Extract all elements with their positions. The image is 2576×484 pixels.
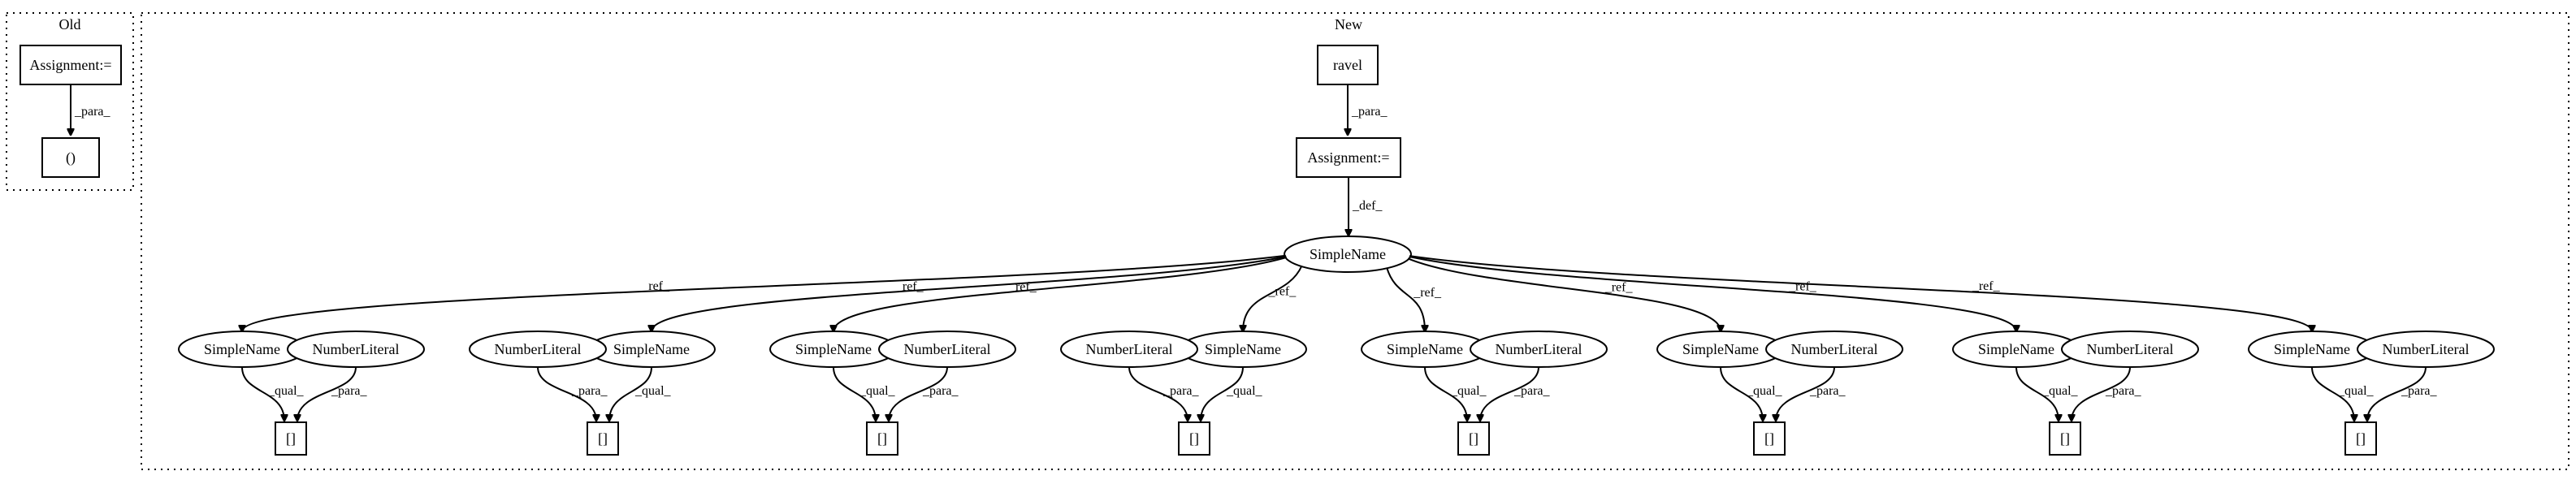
simplename-label: SimpleName: [613, 341, 690, 357]
ravel-label: ravel: [1333, 57, 1362, 73]
edge-qual: [833, 366, 876, 421]
edge-para: [1480, 366, 1539, 421]
edge-ref-label: _ref_: [1413, 286, 1442, 300]
edge-qual-label: _qual_: [267, 384, 305, 398]
edge-ref-label: _ref_: [895, 279, 924, 293]
numberliteral-label: NumberLiteral: [1086, 341, 1173, 357]
index-label: []: [877, 430, 887, 447]
edge-qual: [2311, 366, 2354, 421]
edge-ref: [1409, 256, 2016, 331]
edge-qual-label: _qual_: [2041, 384, 2079, 398]
edge-def-label: _def_: [1352, 199, 1383, 213]
index-label: []: [2356, 430, 2366, 447]
edge-ref-label: _ref_: [1008, 280, 1037, 294]
numberliteral-label: NumberLiteral: [495, 341, 582, 357]
edge-para: [2072, 366, 2131, 421]
simplename-label: SimpleName: [1205, 341, 1281, 357]
edge-ref-label: _ref_: [1788, 279, 1817, 293]
old-assignment-label: Assignment:=: [29, 57, 111, 73]
index-node: [2049, 421, 2081, 456]
simplename-label: SimpleName: [1682, 341, 1759, 357]
index-node: [2344, 421, 2377, 456]
numberliteral-label: NumberLiteral: [2087, 341, 2174, 357]
edge-para-label: _para_: [331, 384, 368, 398]
edge-para-label: _para_: [2105, 384, 2142, 398]
edge-qual-label: _qual_: [634, 384, 672, 398]
edge-para-label: _para_: [1162, 384, 1200, 398]
ravel-node: [1317, 45, 1379, 85]
edge-para: [1128, 366, 1188, 421]
edge-ref: [1386, 267, 1425, 331]
edge-qual-label: _qual_: [1226, 384, 1263, 398]
edge-qual: [241, 366, 284, 421]
edge-ref: [833, 256, 1288, 331]
simplename-label: SimpleName: [795, 341, 872, 357]
root-simplename-node: [1284, 236, 1412, 273]
simplename-label: SimpleName: [1387, 341, 1463, 357]
numberliteral-label: NumberLiteral: [2383, 341, 2470, 357]
edge-ref-label: _ref_: [1268, 285, 1297, 299]
index-label: []: [598, 430, 608, 447]
edge-old-para-label: _para_: [74, 105, 111, 119]
index-node: [1457, 421, 1490, 456]
edge-para: [1776, 366, 1835, 421]
edge-para-label: _para_: [571, 384, 608, 398]
edge-ref: [1409, 255, 2312, 331]
numberliteral-label: NumberLiteral: [904, 341, 991, 357]
edge-qual-label: _qual_: [1450, 384, 1487, 398]
edge-ref: [1407, 257, 1721, 331]
edge-qual: [1424, 366, 1467, 421]
index-node: [587, 421, 619, 456]
edge-ref-label: _ref_: [1604, 281, 1634, 295]
edge-qual-label: _qual_: [859, 384, 896, 398]
edge-qual: [1201, 366, 1244, 421]
edge-para: [2367, 366, 2427, 421]
edge-para: [297, 366, 357, 421]
cluster-old-label: Old: [59, 16, 81, 32]
index-label: []: [286, 430, 296, 447]
edge-ref-label: _ref_: [641, 279, 670, 293]
edge-qual: [2015, 366, 2059, 421]
numberliteral-label: NumberLiteral: [1791, 341, 1878, 357]
edge-para: [537, 366, 596, 421]
edge-ref: [652, 255, 1287, 331]
edge-ref-label: _ref_: [1972, 279, 2001, 293]
numberliteral-label: NumberLiteral: [1496, 341, 1582, 357]
edge-para-label: _para_: [922, 384, 959, 398]
operand-groups: _ref_ SimpleName NumberLiteral [] _qual_ _par…: [178, 254, 2495, 456]
edge-ravel-para-label: _para_: [1351, 105, 1388, 119]
edge-para-label: _para_: [1809, 384, 1846, 398]
edge-qual: [609, 366, 652, 421]
new-assignment-node: [1296, 137, 1401, 178]
edge-ref: [1243, 266, 1303, 332]
edge-para-label: _para_: [2401, 384, 2438, 398]
edge-ref: [242, 254, 1286, 331]
index-node: [1178, 421, 1210, 456]
simplename-label: SimpleName: [204, 341, 280, 357]
numberliteral-label: NumberLiteral: [313, 341, 400, 357]
index-node: [1753, 421, 1786, 456]
root-simplename-label: SimpleName: [1310, 246, 1386, 262]
index-label: []: [1469, 430, 1478, 447]
index-label: []: [2060, 430, 2070, 447]
index-node: [275, 421, 307, 456]
index-label: []: [1189, 430, 1199, 447]
old-paren-label: (): [66, 149, 76, 166]
cluster-old: [6, 12, 134, 191]
new-assignment-label: Assignment:=: [1307, 149, 1389, 166]
simplename-label: SimpleName: [2274, 341, 2350, 357]
index-label: []: [1764, 430, 1774, 447]
edge-para: [889, 366, 948, 421]
edge-qual: [1720, 366, 1763, 421]
index-node: [866, 421, 898, 456]
simplename-label: SimpleName: [1978, 341, 2054, 357]
cluster-new-label: New: [1335, 16, 1362, 32]
edge-qual-label: _qual_: [1746, 384, 1783, 398]
old-paren-node: [41, 137, 100, 178]
edge-para-label: _para_: [1513, 384, 1551, 398]
edge-qual-label: _qual_: [2337, 384, 2375, 398]
